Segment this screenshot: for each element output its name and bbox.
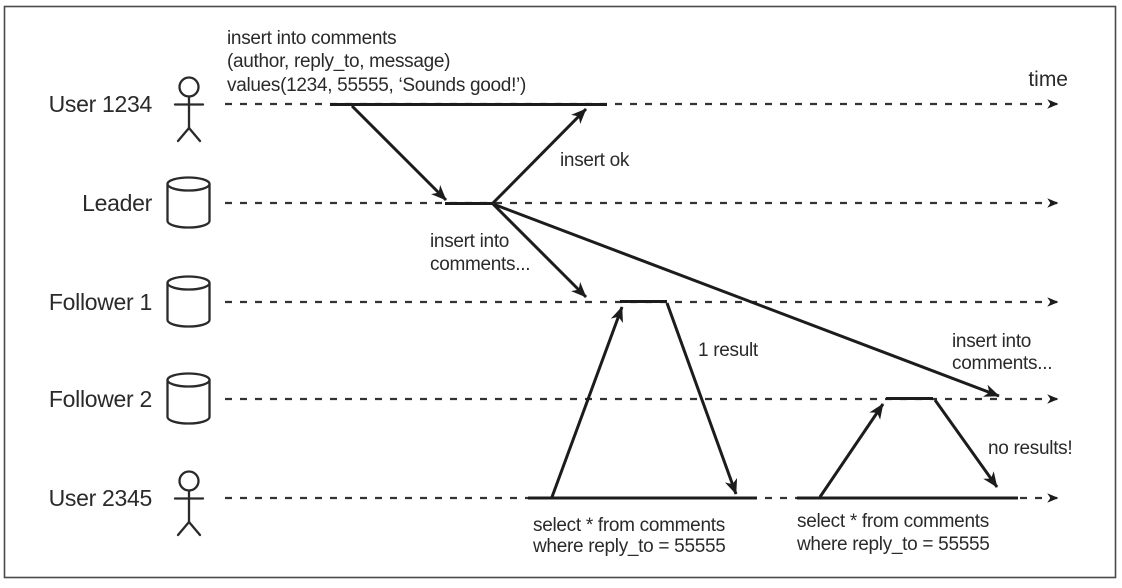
insert-query-line-1: insert into comments [227,28,396,49]
arrow-insert-ok-leader-to-user1234 [491,107,588,205]
arrow-replicate-leader-to-follower2 [492,202,1000,398]
lane-labels: User 1234 Leader Follower 1 Follower 2 U… [49,91,153,511]
select-query-2-line-1: select * from comments [797,511,989,532]
insert-query-text: insert into comments (author, reply_to, … [227,28,526,96]
select-query-1-text: select * from comments where reply_to = … [532,515,726,557]
one-result-label: 1 result [698,340,759,361]
no-results-label: no results! [988,438,1072,459]
lane-label-user-1234: User 1234 [49,91,153,117]
arrow-select-user2345-to-follower2 [818,403,885,498]
database-icon [166,372,211,425]
lane-label-user-2345: User 2345 [49,485,152,511]
arrow-select-user2345-to-follower1 [550,306,624,498]
replicate-follower1-line-2: comments... [430,254,530,275]
time-axis-label: time [1028,68,1068,91]
database-icon [166,176,211,229]
insert-query-line-2: (author, reply_to, message) [227,51,450,72]
activation-segments [330,103,1018,500]
arrow-result-follower1-to-user2345 [665,302,738,495]
replicate-follower2-line-1: insert into [952,331,1031,352]
insert-query-line-3: values(1234, 55555, ‘Sounds good!’) [227,75,526,96]
replicate-follower1-line-1: insert into [430,231,509,252]
select-query-1-line-1: select * from comments [533,515,725,536]
arrow-result-follower2-to-user2345 [933,399,999,488]
person-icon [173,470,205,537]
insert-ok-label: insert ok [560,150,630,171]
database-icon [166,275,211,328]
lane-label-follower-2: Follower 2 [49,386,152,412]
select-query-2-text: select * from comments where reply_to = … [796,511,990,555]
select-query-2-line-2: where reply_to = 55555 [796,534,990,555]
person-icon [173,76,205,143]
arrow-insert-user1234-to-leader [350,104,448,202]
replicate-follower2-label: insert into comments... [952,331,1052,374]
replicate-follower2-line-2: comments... [952,353,1052,374]
lane-label-leader: Leader [82,190,152,216]
replicate-follower1-label: insert into comments... [430,231,530,275]
lane-label-follower-1: Follower 1 [49,289,152,315]
message-arrows [350,104,1000,498]
diagram-border [3,5,1117,579]
arrow-replicate-leader-to-follower1 [491,202,588,299]
select-query-1-line-2: where reply_to = 55555 [532,536,726,557]
